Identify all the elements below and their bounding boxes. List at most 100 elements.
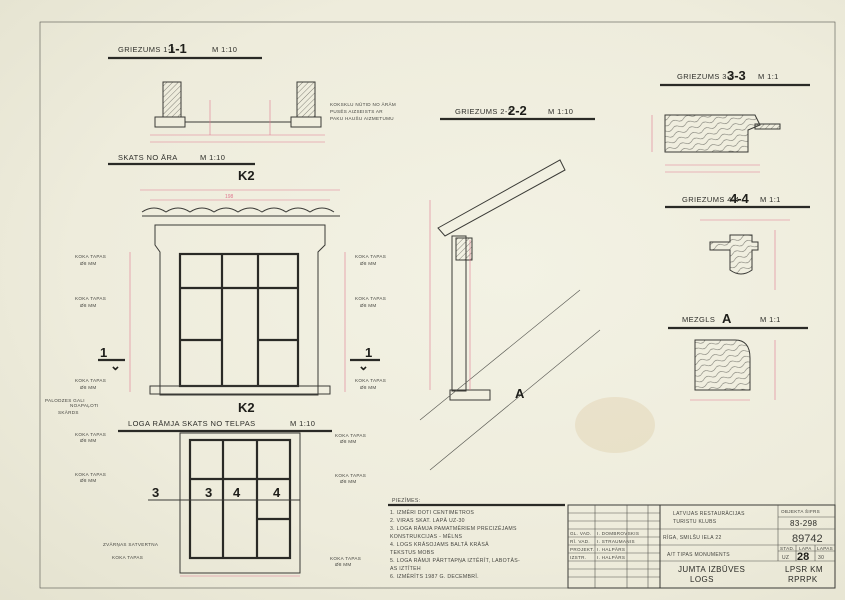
drawing-label: ZVĀRŅAS SATVERTNA: [103, 541, 159, 547]
drawing-label: 4: [273, 485, 281, 500]
section-title: SKATS NO ĀRA: [118, 153, 178, 162]
drawing-label: LPSR KM: [785, 565, 823, 574]
section-title: LOGA RĀMJA SKATS NO TELPAS: [128, 419, 256, 428]
drawing-label: 4-4: [730, 191, 750, 206]
elevation-inside: K2 LOGA RĀMJA SKATS NO TELPAS M 1:10 KOK…: [75, 400, 366, 577]
drawing-label: KOKA TAPAS: [75, 296, 106, 301]
drawing-label: 5. LOGA RĀMJI PĀRTTAPŅA IZTĒRĪT, LABOTĀS…: [390, 557, 520, 564]
node-a: MEZGLS A M 1:1: [668, 311, 808, 401]
drawing-label: M 1:1: [758, 72, 779, 81]
drawing-label: 6. IZMĒRĪTS 1987 G. DECEMBRĪ.: [390, 573, 479, 580]
drawing-label: Ø8 MM: [80, 261, 97, 266]
drawing-label: RĪ. VAD.: [570, 538, 590, 544]
drawing-label: TURISTU KLUBS: [673, 519, 717, 525]
paper-stain: [575, 397, 655, 453]
mark-k2: K2: [238, 400, 255, 415]
drawing-label: OBJEKTA ŠIFRS: [781, 508, 820, 514]
drawing-label: LOGS: [690, 575, 714, 584]
section-title: GRIEZUMS 2-2: [455, 107, 512, 116]
drawing-label: PALODZES GALI: [45, 398, 85, 403]
drawing-label: 1. IZMĒRI DOTI CENTIMETROS: [390, 509, 474, 516]
drawing-label: STAD.: [780, 546, 795, 551]
drawing-label: 2-2: [508, 103, 527, 118]
drawing-label: LAPA: [799, 546, 812, 551]
title-block: LATVIJAS RESTAURĀCIJAS TURISTU KLUBS RĪG…: [567, 504, 836, 589]
detail-ref-a: A: [515, 386, 525, 401]
drawing-label: KOKA TAPAS: [112, 555, 143, 560]
drawing-label: RĪGA, SMILŠU IELA 22: [663, 534, 722, 541]
drawing-label: 198: [225, 194, 234, 200]
drawing-label: Ø8 MM: [80, 438, 97, 443]
drawing-label: 4: [233, 485, 241, 500]
drawing-label: Ø8 MM: [360, 261, 377, 266]
drawing-label: 3. LOGA RĀMJA PAMATMĒRIEM PRECIZĒJAMS: [390, 525, 517, 532]
drawing-label: LAPAS: [817, 546, 833, 551]
drawing-label: 3: [152, 485, 159, 500]
notes: PIEZĪMES: 1. IZMĒRI DOTI CENTIMETROS 2. …: [388, 497, 565, 580]
drawing-label: UZ: [782, 555, 789, 561]
drawing-label: A/T TIPAS MONUMENTS: [667, 552, 730, 558]
cut-mark-1: 1: [100, 345, 107, 360]
drawing-label: AS IZTĪTEH: [390, 565, 421, 572]
drawing-label: KOKA TAPAS: [355, 254, 386, 259]
drawing-label: IZSTR.: [570, 555, 586, 560]
drawing-label: Ø8 MM: [340, 439, 357, 444]
section-scale: M 1:10: [212, 45, 237, 54]
drawing-label: KOKA TAPAS: [335, 473, 366, 478]
drawing-label: GL. VAD.: [570, 531, 591, 536]
drawing-label: M 1:10: [200, 153, 225, 162]
drawing-label: A: [722, 311, 732, 326]
section-1-1: GRIEZUMS 1-1 1-1 M 1:10 KOKSKLU NŪTID NO…: [108, 41, 396, 143]
drawing-label: 3-3: [727, 68, 746, 83]
drawing-label: I. STRAUMANIS: [597, 539, 635, 544]
notes-title: PIEZĪMES:: [392, 497, 420, 504]
drawing-label: LATVIJAS RESTAURĀCIJAS: [673, 510, 745, 517]
section-number: 1-1: [168, 41, 187, 56]
drawing-label: KOKA TAPAS: [335, 433, 366, 438]
section-title: GRIEZUMS 1-1: [118, 45, 175, 54]
section-3-3: GRIEZUMS 3-3 3-3 M 1:1: [651, 68, 810, 173]
drawing-label: SKĀRDS: [58, 409, 79, 415]
drawing-label: KOKA TAPAS: [75, 432, 106, 437]
section-2-2: GRIEZUMS 2-2 2-2 M 1:10 A: [419, 103, 601, 471]
drawing-label: Ø8 MM: [360, 303, 377, 308]
drawing-label: Ø8 MM: [80, 478, 97, 483]
drawing-label: NOAPAĻOTI: [70, 403, 99, 408]
drawing-label: I. DOMBROVSKIS: [597, 531, 639, 536]
section-title: GRIEZUMS 4-4: [682, 195, 739, 204]
drawing-label: 30: [818, 555, 824, 561]
sheet-number: 28: [797, 551, 809, 563]
drawing-label: Ø8 MM: [340, 479, 357, 484]
drawing-label: PAKU HAUŠU AIZMETUMU: [330, 115, 394, 121]
sheet-frame: [39, 21, 836, 589]
drawing-label: 2. VIRAS SKAT. LAPĀ UZ-30: [390, 517, 465, 524]
section-title: GRIEZUMS 3-3: [677, 72, 734, 81]
drawing-label: KOKA TAPAS: [75, 254, 106, 259]
drawing-number: 89742: [792, 533, 823, 545]
drawing-label: Ø8 MM: [335, 562, 352, 567]
drawing-label: JUMTA IZBŪVES: [678, 565, 745, 574]
drawing-label: 3: [205, 485, 212, 500]
drawing-label: KOKA TAPAS: [75, 378, 106, 383]
section-title: MEZGLS: [682, 315, 715, 324]
drawing-label: KOKA TAPAS: [75, 472, 106, 477]
drawing-label: RPRPK: [788, 575, 818, 584]
drawing-label: TEKSTUS MOBS: [390, 550, 434, 556]
section-4-4: GRIEZUMS 4-4 4-4 M 1:1: [665, 191, 810, 290]
drawing-label: PUSĒS AIZSEISTS AR: [330, 108, 383, 114]
cut-mark-1-right: 1: [365, 345, 372, 360]
elevation-outside: SKATS NO ĀRA M 1:10 K2 198 KOKA TAPAS Ø8…: [45, 153, 386, 415]
drawing-label: I. HALPĀRS: [597, 546, 625, 552]
drawing-label: M 1:1: [760, 315, 781, 324]
drawing-label: KONSTRUKCIJAS - MĒLNS: [390, 533, 463, 540]
drawing-label: KOKA TAPAS: [330, 556, 361, 561]
drawing-label: KOKA TAPAS: [355, 296, 386, 301]
drawing-label: KOKSKLU NŪTID NO ĀRĀM: [330, 101, 396, 107]
drawing-label: Ø8 MM: [80, 385, 97, 390]
drawing-label: KOKA TAPAS: [355, 378, 386, 383]
drawing-label: M 1:1: [760, 195, 781, 204]
drawing-label: PROJEKT.: [570, 547, 594, 552]
drawing-label: 4. LOGS KRĀSOJAMS BALTĀ KRĀSĀ: [390, 541, 489, 548]
